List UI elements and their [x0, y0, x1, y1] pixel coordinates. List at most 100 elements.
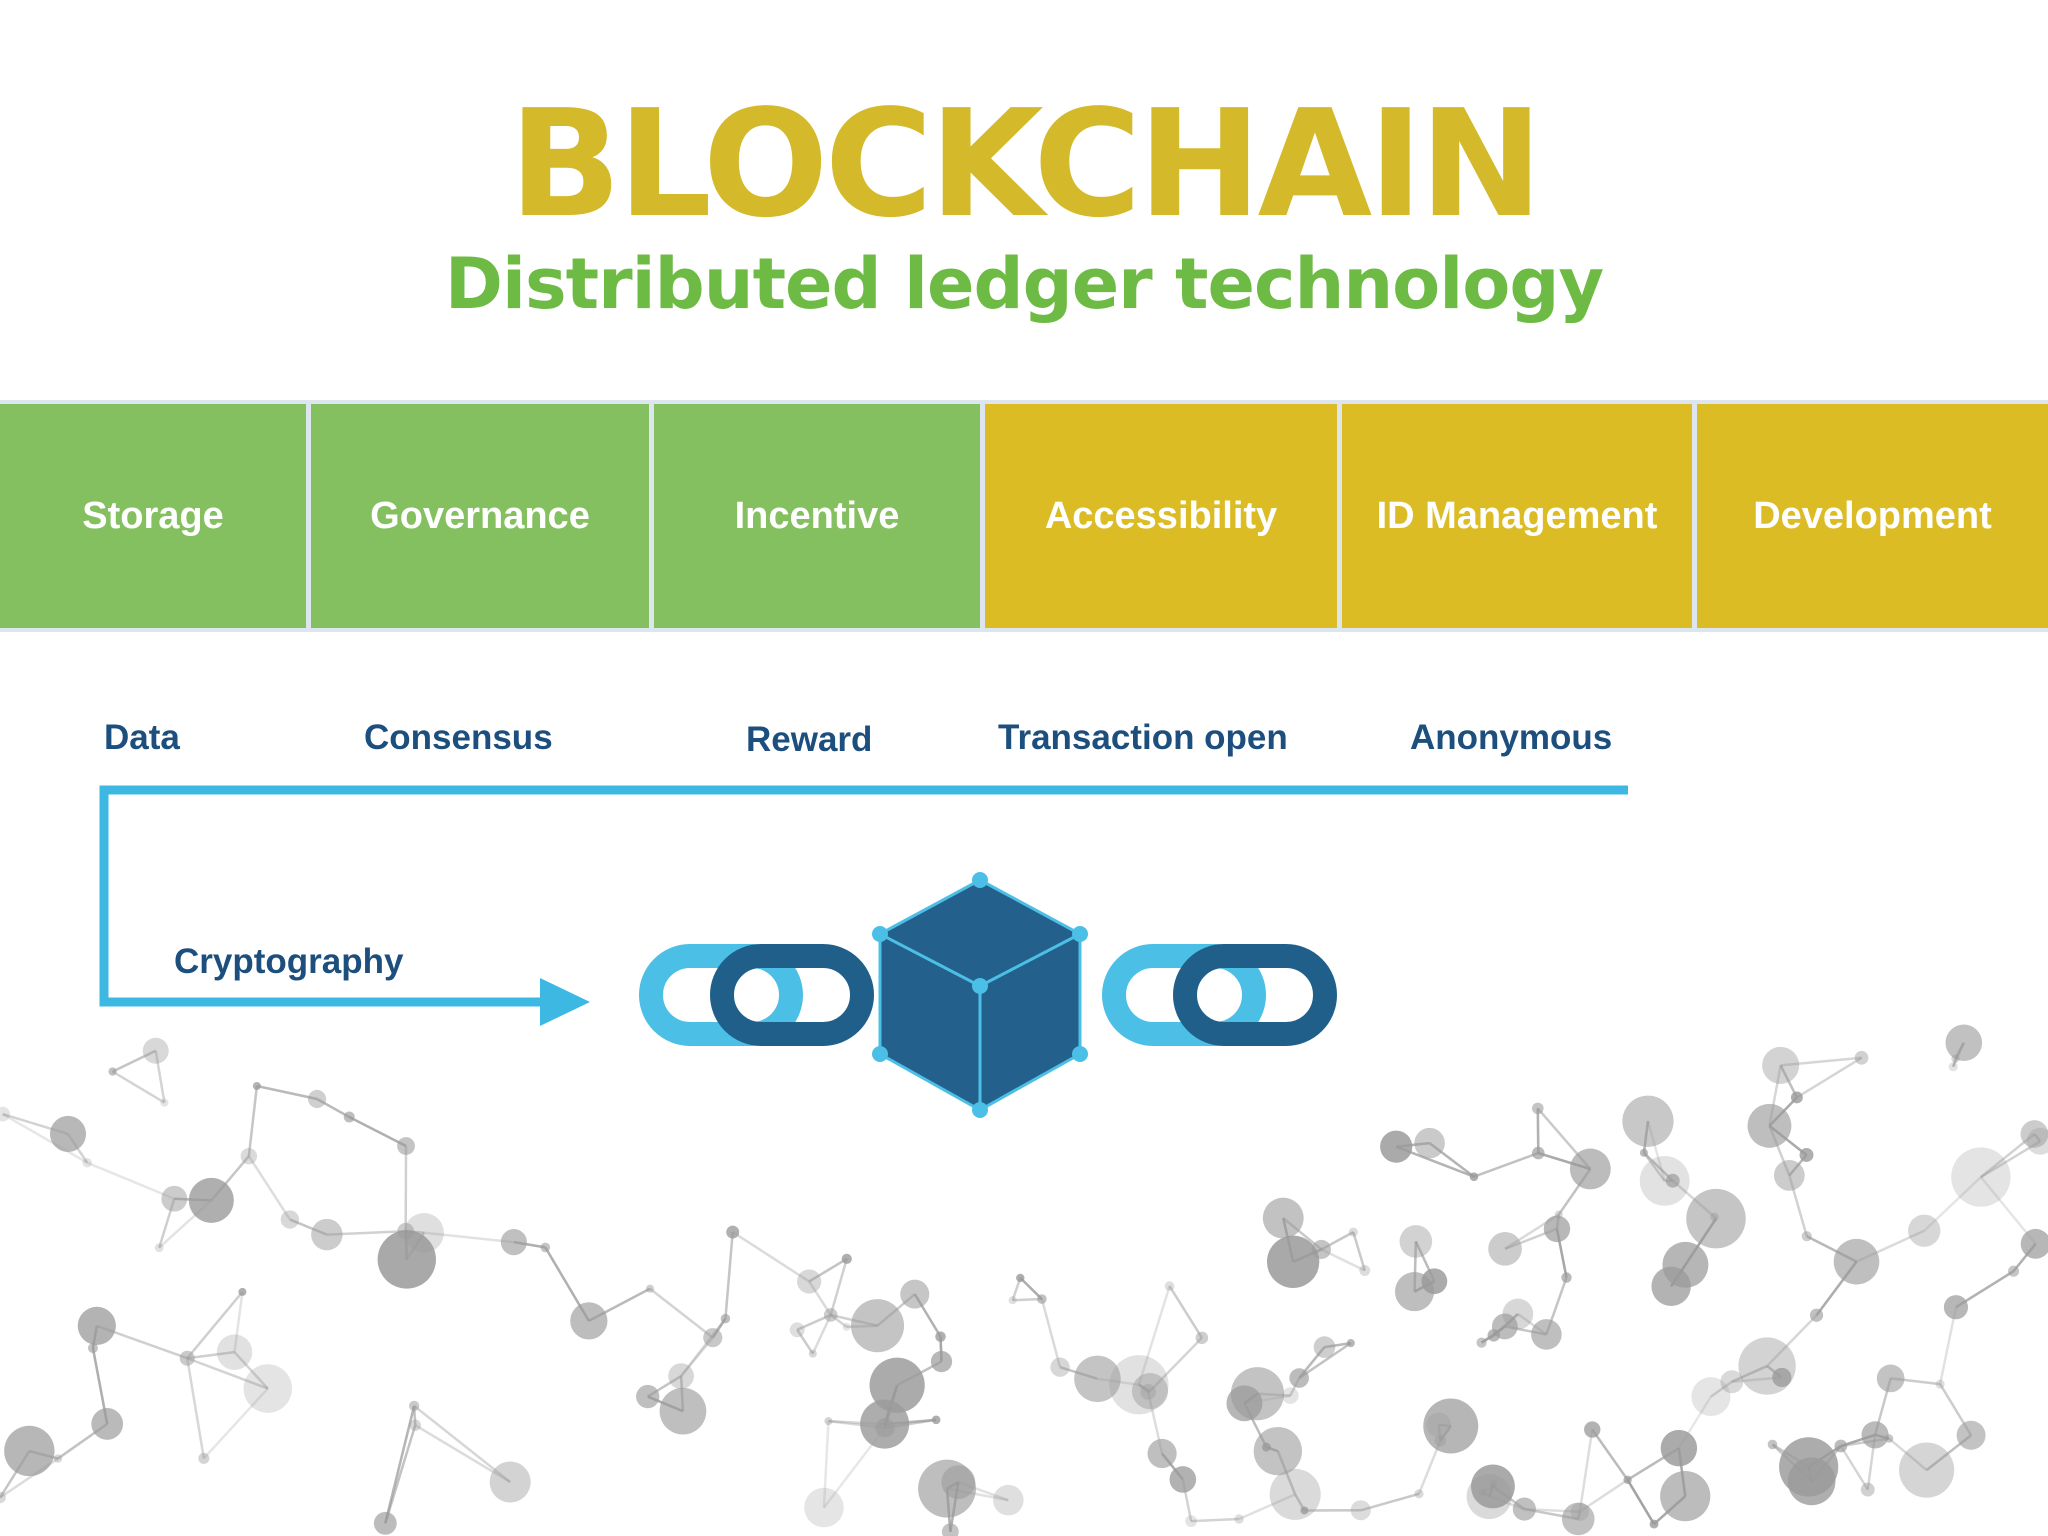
category-development: Development [1697, 404, 2048, 628]
network-node [1543, 1215, 1571, 1243]
network-node [1899, 1442, 1955, 1498]
network-node [918, 1459, 976, 1518]
network-node [1346, 1339, 1355, 1348]
network-edge [1780, 1056, 1862, 1067]
property-data: Data [104, 718, 180, 757]
category-governance: Governance [311, 404, 649, 628]
network-node [808, 1349, 817, 1358]
network-node [841, 1253, 852, 1264]
network-edge [1352, 1231, 1366, 1271]
network-node [1773, 1160, 1805, 1191]
network-node [397, 1222, 415, 1240]
network-node [1531, 1102, 1544, 1115]
network-edge [1147, 1389, 1151, 1394]
network-edge [808, 1257, 848, 1283]
network-node [1772, 1367, 1792, 1388]
network-node [1639, 1148, 1649, 1157]
network-edge [112, 1049, 157, 1073]
network-node [1834, 1439, 1848, 1453]
network-node [1943, 1295, 1969, 1320]
network-node [850, 1299, 905, 1353]
network-node [1131, 1373, 1169, 1410]
network-edge [414, 1424, 511, 1484]
network-edge [186, 1357, 269, 1390]
network-node [930, 1350, 953, 1373]
network-node [154, 1243, 164, 1253]
network-node [2020, 1228, 2048, 1259]
network-edge [1796, 1056, 1863, 1099]
network-node [941, 1523, 959, 1536]
connector-line [99, 785, 1628, 1007]
network-edge [1626, 1479, 1656, 1525]
network-node [240, 1147, 258, 1165]
network-node [1767, 1439, 1778, 1450]
network-node [993, 1484, 1024, 1516]
network-node [2020, 1120, 2048, 1148]
network-edge [1238, 1493, 1296, 1521]
network-edge [384, 1405, 416, 1524]
network-node [0, 1491, 6, 1504]
network-edge [1324, 1341, 1351, 1349]
category-incentive: Incentive [654, 404, 980, 628]
network-node [161, 1185, 188, 1212]
network-node [726, 1225, 740, 1239]
network-edge [1710, 1380, 1733, 1398]
network-node [1350, 1500, 1371, 1521]
network-edge [247, 1155, 291, 1221]
network-edge [1779, 1064, 1798, 1099]
network-node [1660, 1429, 1698, 1467]
network-edge [1951, 1058, 1957, 1068]
network-node [408, 1400, 420, 1412]
network-node [1434, 1434, 1447, 1447]
network-node [1623, 1475, 1632, 1485]
network-node [160, 1098, 169, 1107]
network-node [91, 1408, 124, 1440]
network-edge [829, 1258, 848, 1316]
flow-label-cryptography: Cryptography [174, 942, 404, 981]
network-edge [1731, 1364, 1768, 1383]
network-node [869, 1357, 925, 1413]
network-node [252, 1082, 261, 1091]
network-node [1512, 1497, 1536, 1521]
network-node [1313, 1336, 1336, 1358]
network-edge [1191, 1517, 1240, 1523]
network-node [1399, 1225, 1433, 1258]
network-edge [1168, 1285, 1203, 1339]
network-node [188, 1177, 234, 1223]
network-edge [1352, 1231, 1366, 1271]
network-edge [348, 1115, 407, 1148]
network-node [1262, 1197, 1304, 1239]
network-edge [2, 1112, 88, 1164]
network-node [1289, 1368, 1309, 1388]
network-edge [1731, 1364, 1768, 1383]
network-node [1833, 1238, 1880, 1285]
network-edge [1923, 1176, 1982, 1232]
network-edge [384, 1405, 416, 1524]
network-edge [413, 1404, 511, 1483]
network-node [82, 1157, 92, 1168]
network-edge [1839, 1445, 1869, 1491]
network-node [1790, 1091, 1803, 1104]
network-edge [1938, 1306, 1958, 1385]
network-edge [1766, 1314, 1818, 1367]
network-edge [233, 1291, 244, 1353]
network-node [1226, 1385, 1263, 1422]
network-edge [1710, 1380, 1733, 1398]
network-node [1801, 1231, 1812, 1242]
category-accessibility: Accessibility [985, 404, 1337, 628]
subtitle: Distributed ledger technology [444, 243, 1604, 325]
network-node [500, 1229, 527, 1256]
network-node [1945, 1024, 1983, 1062]
network-edge [1779, 1064, 1798, 1099]
network-edge [1473, 1151, 1539, 1178]
network-node [1649, 1519, 1659, 1529]
network-node [823, 1308, 838, 1322]
network-edge [186, 1291, 244, 1360]
network-node [842, 1322, 851, 1331]
network-edge [247, 1085, 259, 1157]
network-edge [316, 1097, 350, 1119]
network-node [1584, 1421, 1601, 1438]
network-node [1876, 1364, 1905, 1393]
network-node [1488, 1232, 1522, 1266]
network-edge [247, 1085, 259, 1157]
